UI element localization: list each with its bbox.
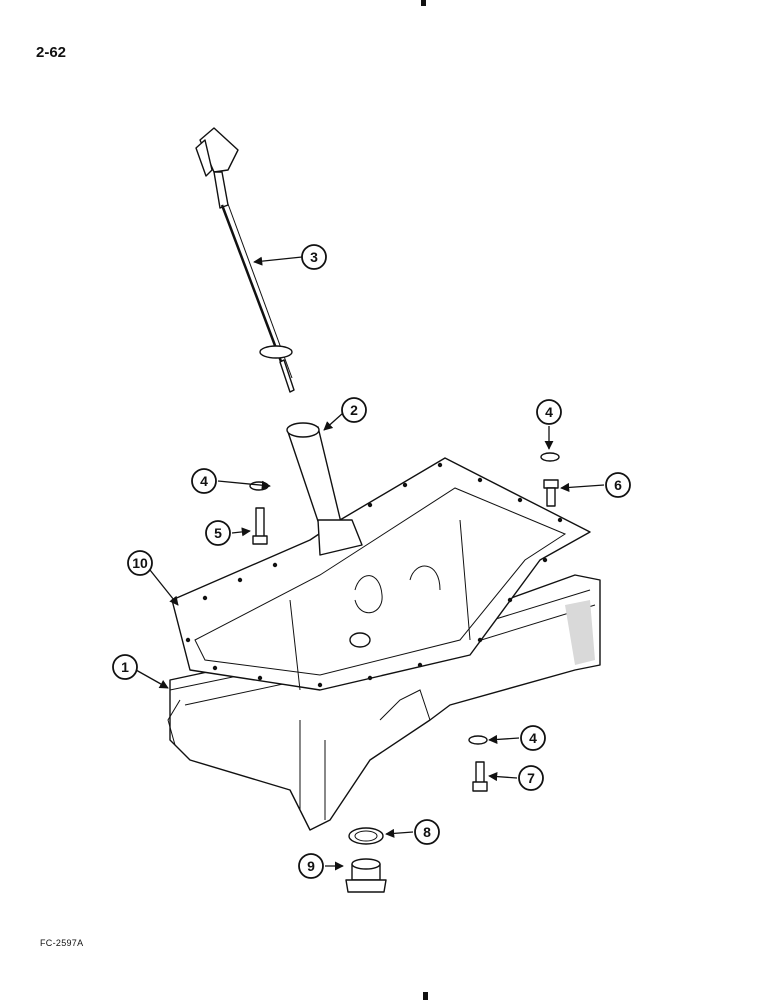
callout-4-lower: 4 [520, 725, 546, 751]
leader-3 [253, 256, 303, 266]
page-number: 2-62 [36, 44, 67, 61]
sealing-washer-bore [354, 830, 378, 842]
washer-lower-right [468, 735, 488, 745]
washer-upper-right [540, 452, 560, 462]
callout-10: 10 [127, 550, 153, 576]
leader-1 [135, 669, 169, 689]
leader-5 [231, 527, 251, 537]
callout-5: 5 [205, 520, 231, 546]
callout-4-left: 4 [191, 468, 217, 494]
svg-text:1: 1 [121, 659, 129, 675]
leader-4-lower [488, 734, 520, 744]
leader-2 [323, 412, 344, 431]
oil-pan-interior [289, 519, 471, 691]
dipstick [195, 127, 295, 393]
svg-text:7: 7 [527, 770, 535, 786]
bolt-5 [252, 507, 268, 545]
leader-7 [488, 772, 518, 782]
svg-text:5: 5 [214, 525, 222, 541]
callout-6: 6 [605, 472, 631, 498]
leader-4-left [217, 480, 271, 490]
leader-6 [560, 482, 605, 492]
registration-mark-top [421, 0, 426, 6]
svg-text:4: 4 [545, 404, 553, 420]
callout-8: 8 [414, 819, 440, 845]
callout-2: 2 [341, 397, 367, 423]
svg-text:2: 2 [350, 402, 358, 418]
callout-9: 9 [298, 853, 324, 879]
callout-1: 1 [112, 654, 138, 680]
bolt-7 [472, 761, 488, 792]
callout-4-right: 4 [536, 399, 562, 425]
leader-8 [385, 828, 414, 838]
sealing-washer [348, 827, 384, 845]
figure-code: FC-2597A [40, 938, 84, 948]
callout-3: 3 [301, 244, 327, 270]
svg-text:4: 4 [200, 473, 208, 489]
svg-text:10: 10 [132, 555, 148, 571]
registration-mark-bottom [423, 992, 428, 1000]
drain-plug [345, 858, 387, 893]
svg-text:9: 9 [307, 858, 315, 874]
svg-text:3: 3 [310, 249, 318, 265]
callout-7: 7 [518, 765, 544, 791]
dipstick-tube [286, 422, 363, 556]
leader-10 [149, 569, 179, 606]
svg-text:6: 6 [614, 477, 622, 493]
bolt-6 [543, 479, 559, 507]
svg-text:8: 8 [423, 824, 431, 840]
svg-text:4: 4 [529, 730, 537, 746]
